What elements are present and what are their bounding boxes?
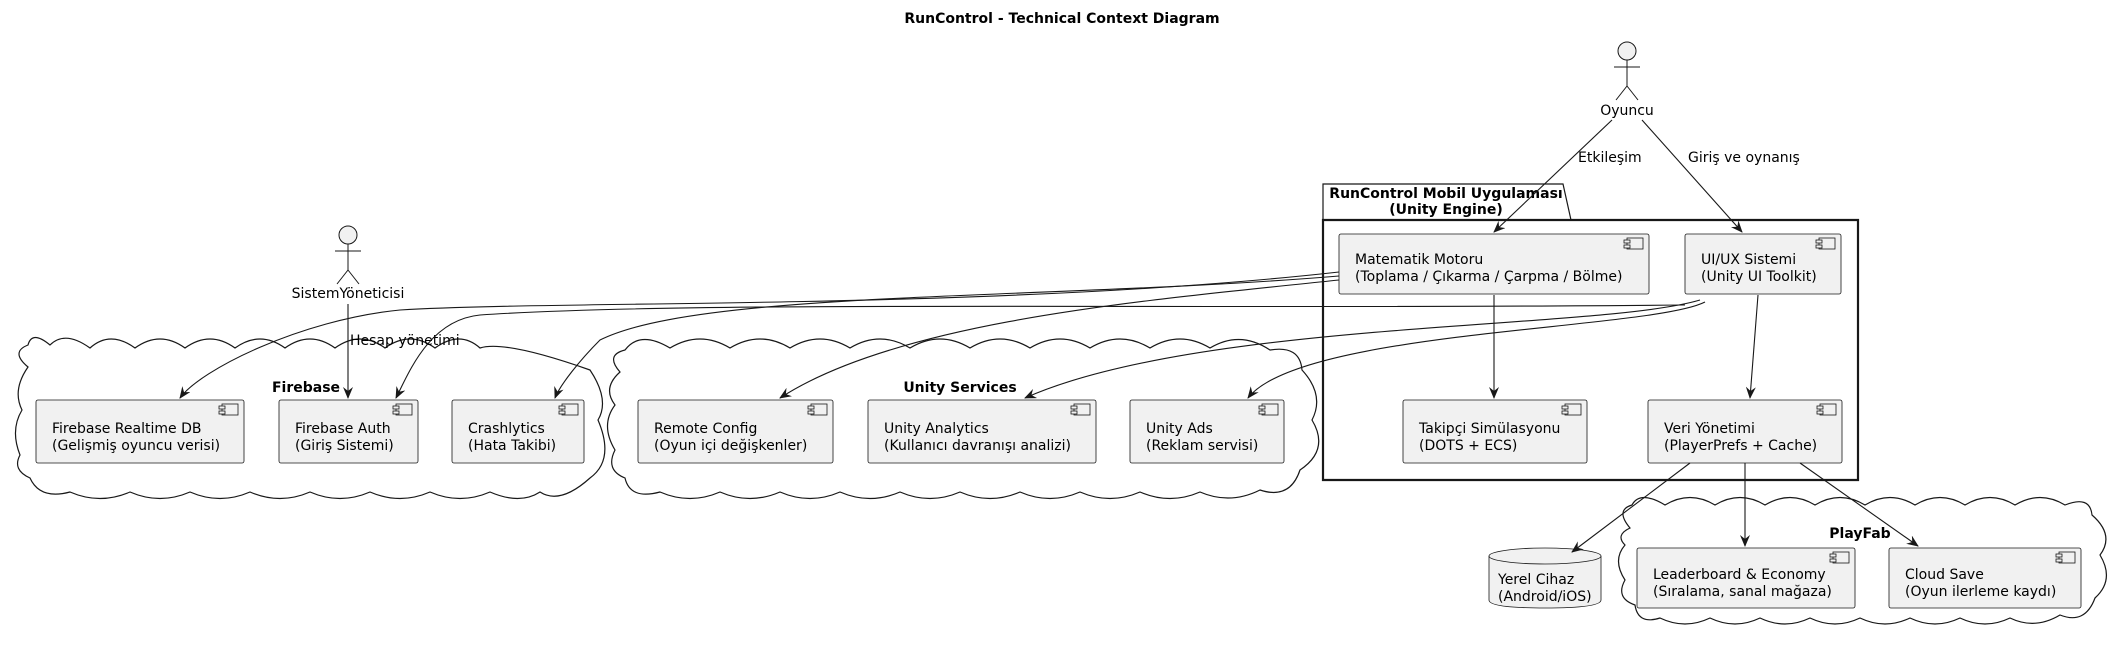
component-firebase-db: Firebase Realtime DB (Gelişmiş oyuncu ve… [35, 399, 245, 464]
component-math-engine: Matematik Motoru (Toplama / Çıkarma / Ça… [1338, 233, 1650, 295]
unity-services-cloud-label: Unity Services [903, 380, 1016, 396]
actor-admin-label: SistemYöneticisi [292, 286, 405, 302]
component-remote-config: Remote Config (Oyun içi değişkenler) [637, 399, 834, 464]
leaderboard-desc: (Sıralama, sanal mağaza) [1653, 584, 1832, 600]
unity-ads-desc: (Reklam servisi) [1146, 438, 1258, 454]
edge-data-cloudsave [1799, 462, 1919, 547]
firebase-cloud-label: Firebase [272, 380, 340, 396]
diagram-title: RunControl - Technical Context Diagram [904, 11, 1219, 27]
cloud-save-name: Cloud Save [1905, 567, 1984, 583]
follower-sim-name: Takipçi Simülasyonu [1418, 421, 1560, 437]
component-crashlytics: Crashlytics (Hata Takibi) [451, 399, 585, 464]
ui-system-name: UI/UX Sistemi [1701, 252, 1796, 268]
leaderboard-name: Leaderboard & Economy [1653, 567, 1826, 583]
package-name: RunControl Mobil Uygulaması [1329, 186, 1562, 202]
math-engine-name: Matematik Motoru [1355, 252, 1483, 268]
edge-ui-ads [1247, 301, 1706, 399]
firebase-db-desc: (Gelişmiş oyuncu verisi) [52, 438, 220, 454]
edge-math-fbdb [179, 271, 1340, 399]
package-subname: (Unity Engine) [1389, 202, 1502, 218]
edges: Etkileşim Giriş ve oynanış Hesap yönetim… [179, 119, 1919, 553]
cloud-save-desc: (Oyun ilerleme kaydı) [1905, 584, 2056, 600]
firebase-db-name: Firebase Realtime DB [52, 421, 201, 437]
edge-math-crash [554, 275, 1340, 399]
local-device-database: Yerel Cihaz (Android/iOS) [1488, 547, 1602, 609]
crashlytics-desc: (Hata Takibi) [468, 438, 556, 454]
edge-oyuncu-math [1493, 119, 1613, 233]
actor-oyuncu: Oyuncu [1600, 41, 1654, 119]
remote-config-desc: (Oyun içi değişkenler) [654, 438, 807, 454]
edge-ui-auth [395, 304, 1686, 399]
unity-ads-name: Unity Ads [1146, 421, 1213, 437]
firebase-auth-desc: (Giriş Sistemi) [295, 438, 394, 454]
math-engine-desc: (Toplama / Çıkarma / Çarpma / Bölme) [1355, 269, 1622, 285]
ui-system-desc: (Unity UI Toolkit) [1701, 269, 1817, 285]
edge-oyuncu-ui [1641, 119, 1743, 233]
unity-analytics-name: Unity Analytics [884, 421, 989, 437]
component-ui-system: UI/UX Sistemi (Unity UI Toolkit) [1684, 233, 1842, 295]
component-follower-sim: Takipçi Simülasyonu (DOTS + ECS) [1402, 399, 1588, 464]
edge-math-remote [779, 279, 1340, 399]
actor-oyuncu-label: Oyuncu [1600, 103, 1654, 119]
edge-ui-analytics [1024, 299, 1701, 399]
edge-ui-data [1745, 294, 1759, 399]
data-management-desc: (PlayerPrefs + Cache) [1664, 438, 1817, 454]
playfab-cloud-label: PlayFab [1829, 526, 1890, 542]
component-firebase-auth: Firebase Auth (Giriş Sistemi) [278, 399, 419, 464]
data-management-name: Veri Yönetimi [1664, 421, 1755, 437]
follower-sim-desc: (DOTS + ECS) [1419, 438, 1517, 454]
edge-hesap-label: Hesap yönetimi [350, 333, 460, 349]
firebase-auth-name: Firebase Auth [295, 421, 391, 437]
local-device-name: Yerel Cihaz [1497, 572, 1574, 588]
remote-config-name: Remote Config [654, 421, 757, 437]
actor-admin: SistemYöneticisi [292, 225, 405, 302]
component-unity-ads: Unity Ads (Reklam servisi) [1129, 399, 1285, 464]
component-cloud-save: Cloud Save (Oyun ilerleme kaydı) [1888, 547, 2082, 609]
local-device-desc: (Android/iOS) [1498, 589, 1592, 605]
component-data-management: Veri Yönetimi (PlayerPrefs + Cache) [1647, 399, 1843, 464]
crashlytics-name: Crashlytics [468, 421, 545, 437]
unity-analytics-desc: (Kullanıcı davranışı analizi) [884, 438, 1071, 454]
edge-giris-label: Giriş ve oynanış [1688, 150, 1800, 166]
component-unity-analytics: Unity Analytics (Kullanıcı davranışı ana… [867, 399, 1097, 464]
component-leaderboard: Leaderboard & Economy (Sıralama, sanal m… [1636, 547, 1856, 609]
edge-etkilesim-label: Etkileşim [1578, 150, 1642, 166]
edge-data-local [1571, 462, 1691, 553]
